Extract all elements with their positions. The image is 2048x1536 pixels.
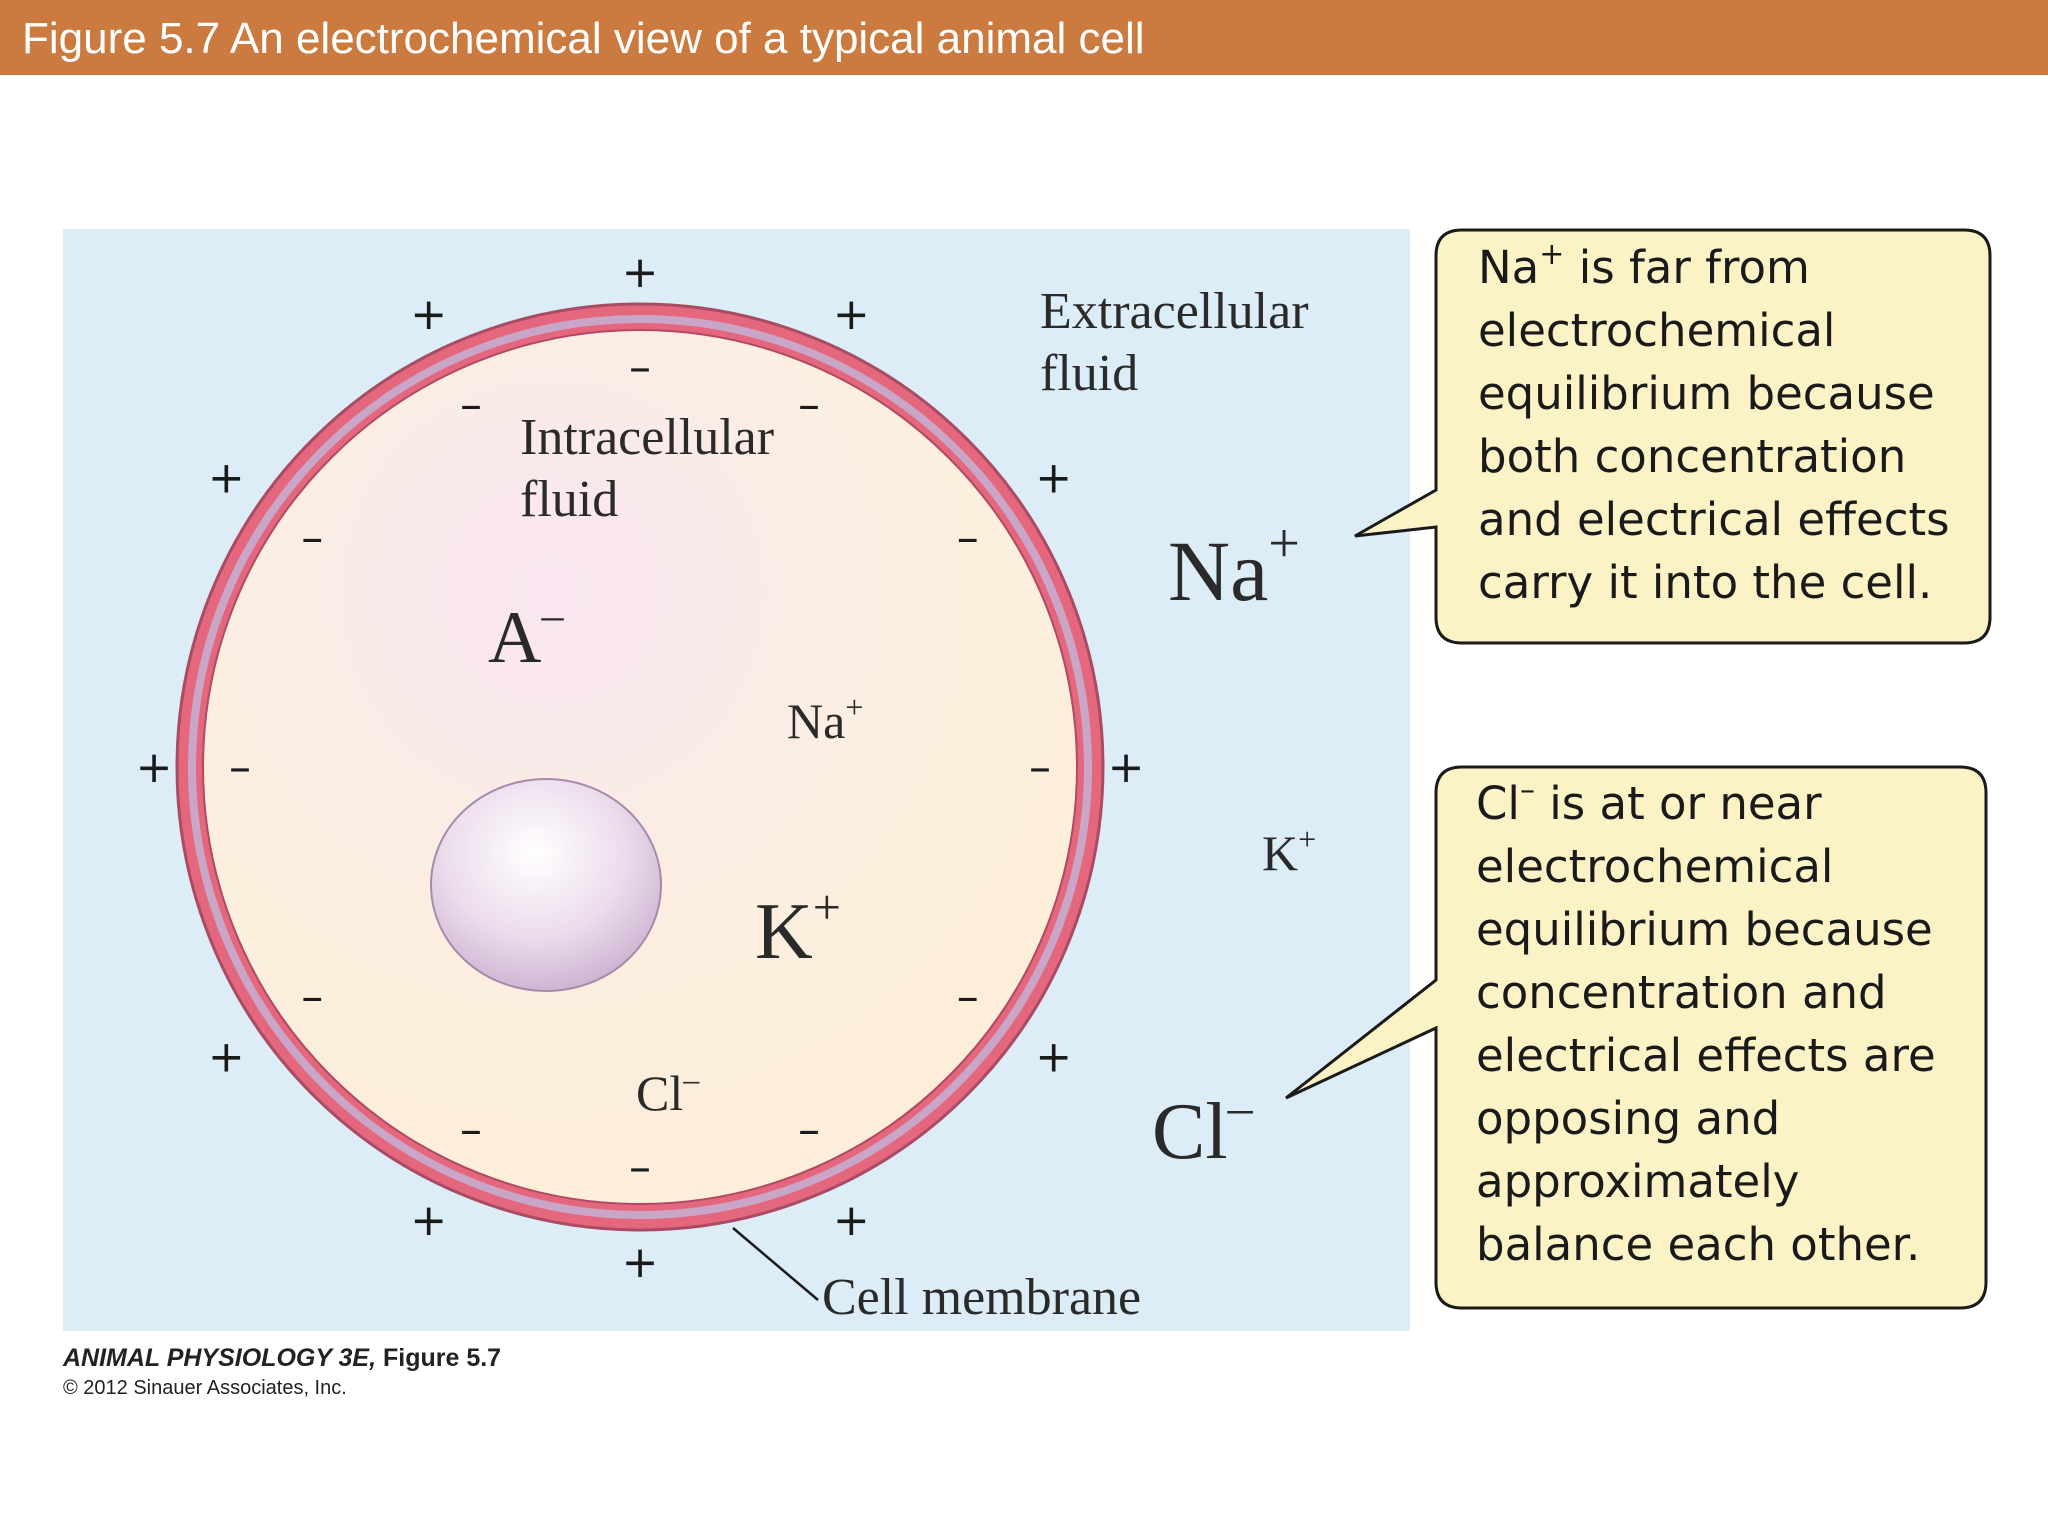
sodium-callout-line1: Na+ is far from bbox=[1478, 236, 1978, 299]
chloride-callout-line1: Cl– is at or near bbox=[1476, 772, 1976, 835]
inside-negative-charge: – bbox=[460, 1105, 482, 1156]
outside-positive-charge: + bbox=[833, 289, 870, 340]
chloride-callout-line2: electrochemical bbox=[1476, 840, 1834, 893]
inside-negative-charge: – bbox=[629, 1142, 651, 1193]
outside-positive-charge: + bbox=[622, 1237, 659, 1288]
outside-positive-charge: + bbox=[833, 1195, 870, 1246]
sodium-label-inside: Na+ bbox=[787, 689, 863, 749]
potassium-label-inside: K+ bbox=[755, 879, 841, 976]
outside-positive-charge: + bbox=[410, 1195, 447, 1246]
outside-positive-charge: + bbox=[136, 742, 173, 793]
cell-membrane-label: Cell membrane bbox=[822, 1269, 1141, 1326]
credit-book-title: ANIMAL PHYSIOLOGY 3E, bbox=[63, 1344, 377, 1372]
inside-negative-charge: – bbox=[460, 380, 482, 431]
cytoplasm bbox=[202, 329, 1078, 1205]
inside-negative-charge: – bbox=[1029, 742, 1051, 793]
chloride-callout-line3: equilibrium because bbox=[1476, 903, 1933, 956]
inside-negative-charge: – bbox=[957, 513, 979, 564]
chloride-callout-line8: balance each other. bbox=[1476, 1218, 1921, 1271]
chloride-callout-line7: approximately bbox=[1476, 1155, 1800, 1208]
sodium-callout-ion: Na bbox=[1478, 241, 1540, 294]
chloride-callout-box bbox=[1285, 765, 1988, 1310]
sodium-callout-line4: both concentration bbox=[1478, 430, 1907, 483]
chloride-label-inside: Cl– bbox=[636, 1061, 700, 1121]
chloride-callout-charge: – bbox=[1519, 773, 1535, 808]
credit-copyright: © 2012 Sinauer Associates, Inc. bbox=[63, 1377, 347, 1399]
inside-charges: – – – – – – – – – – – – bbox=[229, 342, 1051, 1193]
outside-positive-charge: + bbox=[1108, 742, 1145, 793]
intracellular-label-line1: Intracellular bbox=[520, 409, 774, 466]
outside-positive-charge: + bbox=[1035, 452, 1072, 503]
inside-negative-charge: – bbox=[301, 513, 323, 564]
inside-negative-charge: – bbox=[229, 742, 251, 793]
outside-positive-charge: + bbox=[410, 289, 447, 340]
inside-negative-charge: – bbox=[798, 1105, 820, 1156]
outside-positive-charge: + bbox=[622, 247, 659, 298]
nucleus bbox=[430, 778, 662, 992]
outside-positive-charge: + bbox=[208, 452, 245, 503]
sodium-callout-text: Na+ is far from electrochemical equilibr… bbox=[1478, 236, 1978, 614]
outside-positive-charge: + bbox=[208, 1032, 245, 1083]
anion-label-inside: A– bbox=[488, 591, 564, 679]
credit-figure-number: Figure 5.7 bbox=[376, 1344, 502, 1372]
potassium-label-outside: K+ bbox=[1262, 821, 1316, 881]
inside-negative-charge: – bbox=[629, 342, 651, 393]
extracellular-label-line1: Extracellular bbox=[1040, 283, 1309, 340]
extracellular-label-line2: fluid bbox=[1040, 345, 1138, 402]
inside-negative-charge: – bbox=[957, 971, 979, 1022]
chloride-callout-line5: electrical effects are bbox=[1476, 1029, 1936, 1082]
sodium-callout-line3: equilibrium because bbox=[1478, 367, 1935, 420]
chloride-label-outside: Cl– bbox=[1152, 1079, 1254, 1176]
sodium-label-outside: Na+ bbox=[1168, 513, 1300, 619]
sodium-callout-box bbox=[1354, 228, 1992, 645]
figure-title: Figure 5.7 An electrochemical view of a … bbox=[22, 14, 1145, 63]
sodium-callout-line5: and electrical effects bbox=[1478, 493, 1950, 546]
chloride-callout-ion: Cl bbox=[1476, 777, 1520, 830]
sodium-callout-charge: + bbox=[1539, 237, 1565, 272]
cell-membrane-pointer bbox=[732, 1227, 819, 1301]
credit-book-line: ANIMAL PHYSIOLOGY 3E, Figure 5.7 bbox=[63, 1342, 501, 1374]
chloride-callout-text: Cl– is at or near electrochemical equili… bbox=[1476, 772, 1976, 1276]
outside-charges: + + + + + + + + + + + + bbox=[136, 247, 1145, 1288]
chloride-callout-line4: concentration and bbox=[1476, 966, 1887, 1019]
sodium-callout-line1-text: is far from bbox=[1564, 241, 1810, 294]
sodium-callout-line2: electrochemical bbox=[1478, 304, 1836, 357]
chloride-callout-line6: opposing and bbox=[1476, 1092, 1781, 1145]
chloride-callout-line1-text: is at or near bbox=[1534, 777, 1822, 830]
inside-negative-charge: – bbox=[301, 971, 323, 1022]
outside-positive-charge: + bbox=[1035, 1032, 1072, 1083]
figure-credit: ANIMAL PHYSIOLOGY 3E, Figure 5.7 © 2012 … bbox=[63, 1342, 501, 1402]
title-bar: Figure 5.7 An electrochemical view of a … bbox=[0, 0, 2048, 75]
inside-negative-charge: – bbox=[798, 380, 820, 431]
intracellular-label-line2: fluid bbox=[520, 471, 618, 528]
sodium-callout-line6: carry it into the cell. bbox=[1478, 556, 1933, 609]
